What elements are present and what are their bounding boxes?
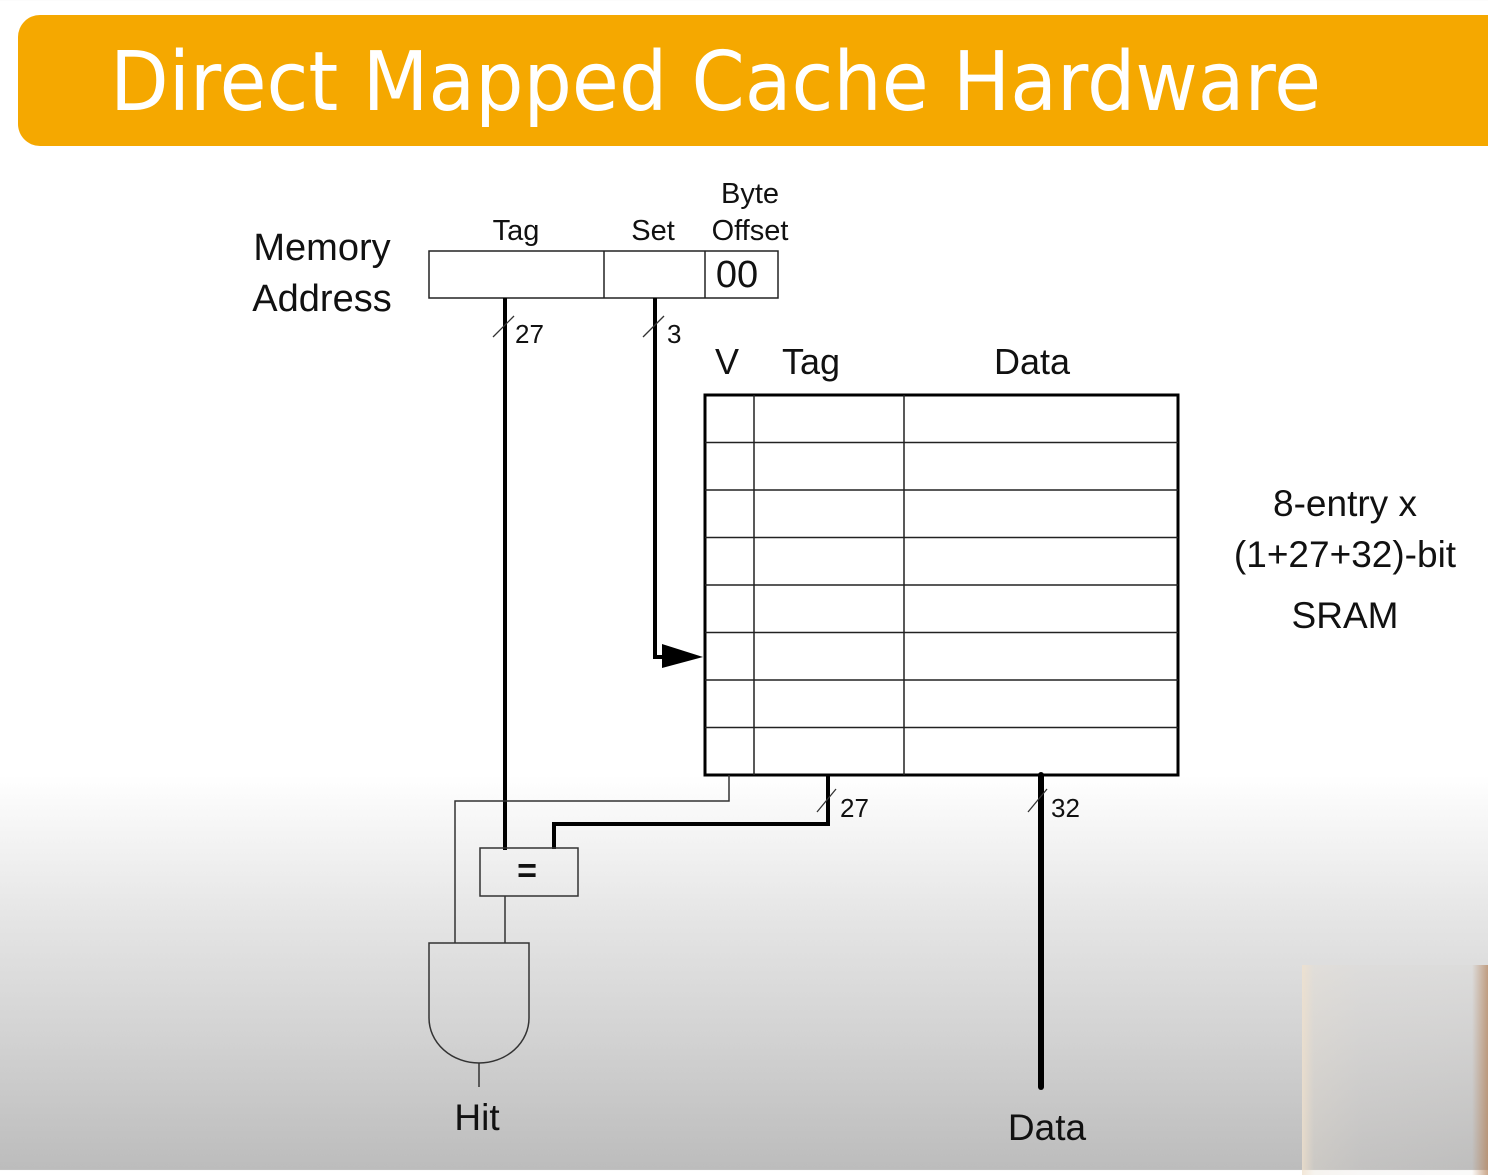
byte-offset-value: 00	[716, 254, 758, 296]
address-tag-label: Tag	[493, 215, 540, 247]
sram-header-v: V	[715, 341, 739, 382]
set-bus-width-slash	[642, 315, 665, 338]
sram-tag-out-width: 27	[840, 793, 869, 823]
sram-tag-out-wire	[552, 775, 830, 849]
set-bus-wire	[653, 298, 664, 659]
valid-bit-wire	[454, 775, 730, 943]
sram-description-1: 8-entry x	[1273, 483, 1417, 524]
byte-offset-label-2: Offset	[712, 215, 789, 247]
slide-title: Direct Mapped Cache Hardware	[110, 35, 1322, 130]
data-out-width-slash	[1027, 788, 1048, 813]
comparator-equals-icon: =	[517, 852, 537, 890]
hit-label: Hit	[454, 1097, 500, 1138]
comparator-box	[479, 847, 579, 897]
tag-bus-width-slash	[492, 315, 515, 338]
data-output-label: Data	[1008, 1107, 1087, 1148]
memory-address-label-1: Memory	[253, 227, 390, 269]
sram-header-data: Data	[994, 341, 1071, 382]
tag-comparator: =	[479, 847, 579, 897]
memory-address-label-2: Address	[252, 278, 391, 320]
set-index-arrow-icon	[662, 644, 703, 668]
data-out-width: 32	[1051, 793, 1080, 823]
and-gate-icon	[428, 942, 530, 1064]
address-set-label: Set	[631, 215, 675, 247]
byte-offset-label-1: Byte	[721, 178, 779, 210]
memory-address-register	[428, 250, 779, 299]
tag-bus-width: 27	[515, 319, 544, 349]
title-bar: Direct Mapped Cache Hardware	[18, 15, 1488, 146]
presenter-video-overlay	[1302, 965, 1488, 1175]
set-bus-width: 3	[667, 319, 681, 349]
sram-tag-width-slash	[816, 788, 837, 813]
sram-array	[703, 393, 1180, 777]
sram-description-2: (1+27+32)-bit	[1234, 534, 1457, 575]
sram-header-tag: Tag	[782, 341, 840, 382]
sram-description-3: SRAM	[1292, 595, 1399, 636]
